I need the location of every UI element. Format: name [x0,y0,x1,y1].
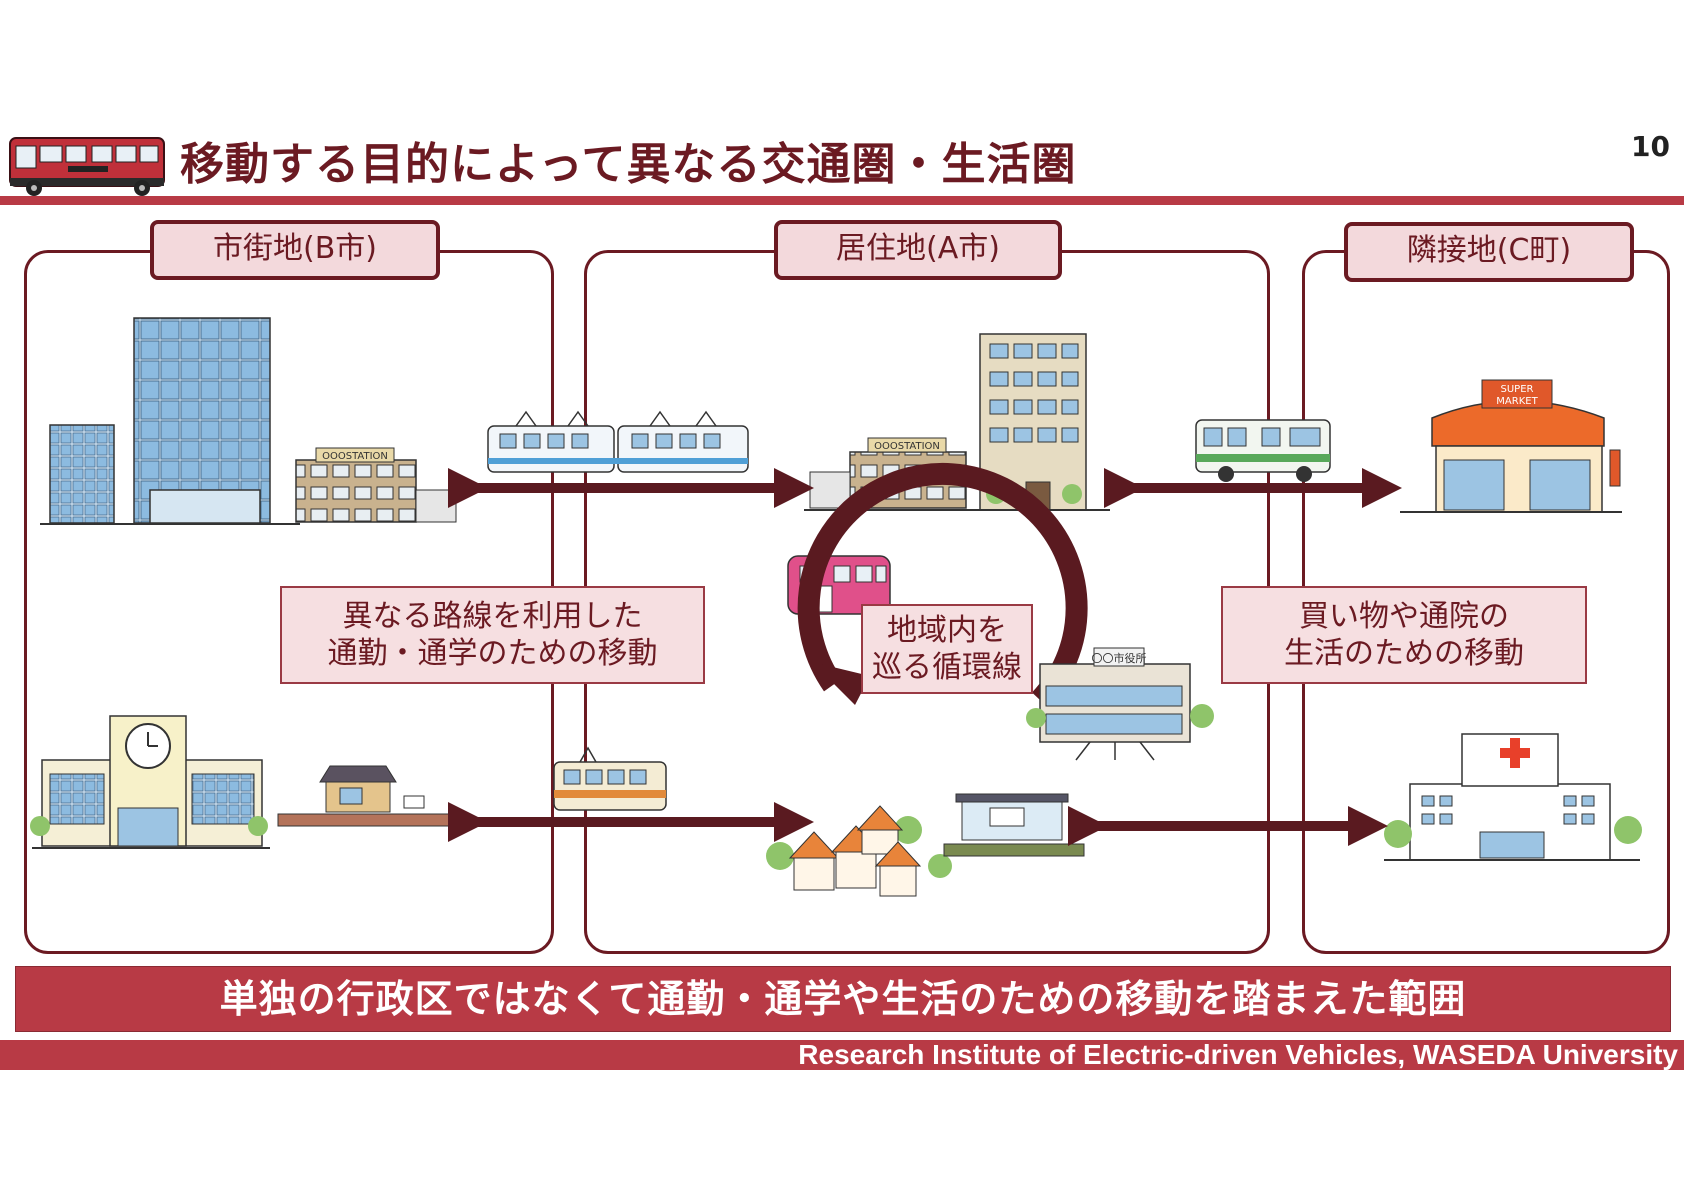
city-hall-icon: 〇〇市役所 [1026,647,1214,761]
city-bus-icon [1195,419,1331,482]
tram-icon [553,746,667,811]
station-sign-left: OOOSTATION [322,451,388,462]
page-title: 移動する目的によって異なる交通圏・生活圏 [180,139,1077,190]
school-building-icon [30,715,270,849]
note-circular: 地域内を 巡る循環線 [861,604,1033,694]
note-commute-line2: 通勤・通学のための移動 [327,636,658,671]
bus-stop-shelter-icon [943,793,1085,857]
station-building-icon: OOOSTATION [295,447,457,523]
footer-bar [0,1040,1684,1070]
summary-banner: 単独の行政区ではなくて通勤・通学や生活のための移動を踏まえた範囲 [15,966,1671,1032]
houses-icon [766,805,952,897]
note-circular-line2: 巡る循環線 [872,650,1022,685]
office-buildings-icon [40,317,300,525]
circular-route-arrow [797,463,1088,708]
note-circular-line1: 地域内を [887,613,1007,648]
region-label-a-city: 居住地(A市) [774,220,1062,280]
supermarket-sign-line1: SUPER [1501,384,1534,395]
hospital-icon [1384,733,1642,861]
note-shopping-line1: 買い物や通院の [1299,599,1509,634]
region-label-c-town: 隣接地(C町) [1344,222,1634,282]
supermarket-icon: SUPER MARKET [1400,379,1622,513]
bus-logo-icon [9,137,165,196]
supermarket-sign-line2: MARKET [1496,396,1538,407]
city-hall-sign: 〇〇市役所 [1092,651,1147,665]
region-label-b-city: 市街地(B市) [150,220,440,280]
small-station-icon [277,765,455,827]
note-shopping: 買い物や通院の 生活のための移動 [1221,586,1587,684]
footer-credit: Research Institute of Electric-driven Ve… [798,1039,1678,1070]
page-number: 10 [1631,130,1670,163]
note-shopping-line2: 生活のための移動 [1284,636,1524,671]
header-divider [0,196,1684,205]
station-sign-right: OOOSTATION [874,441,940,452]
note-commute: 異なる路線を利用した 通勤・通学のための移動 [280,586,705,684]
note-commute-line1: 異なる路線を利用した [342,599,643,634]
commuter-train-icon [487,410,749,473]
